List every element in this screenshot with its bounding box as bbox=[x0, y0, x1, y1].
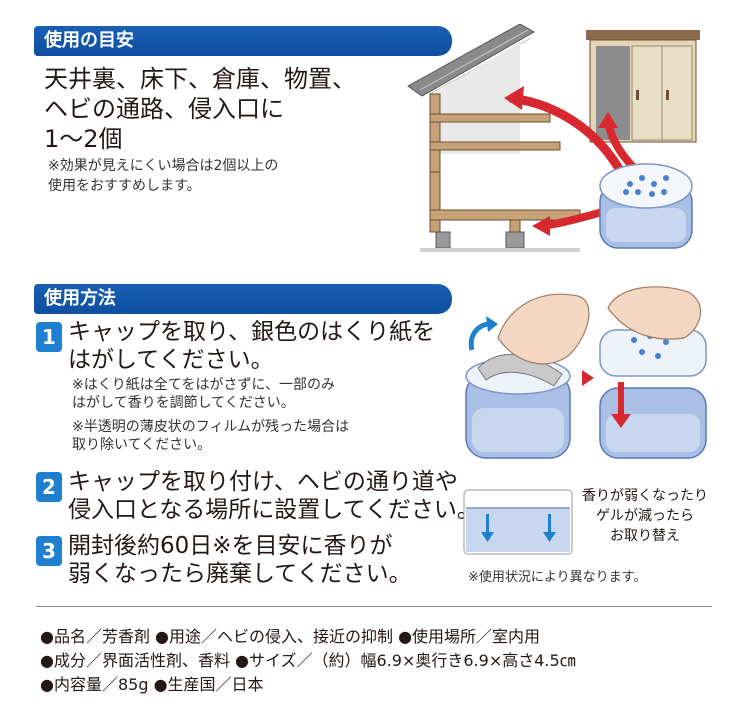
lead-line: 天井裏、床下、倉庫、物置、 bbox=[44, 65, 356, 93]
note-line: はがして香りを調節してください。 bbox=[72, 395, 295, 411]
replace-line: お取り替え bbox=[610, 528, 680, 544]
replace-line: 香りが弱くなったり bbox=[582, 488, 708, 504]
divider bbox=[36, 606, 712, 607]
step-line: キャップを取り、銀色のはくり紙を bbox=[68, 319, 436, 345]
step-number-badge: 3 bbox=[36, 536, 62, 566]
gel-level-illustration bbox=[463, 489, 573, 555]
lead-line: ヘビの通路、侵入口に bbox=[44, 95, 284, 123]
note-line: ※はくり紙は全てをはがさずに、一部のみ bbox=[72, 377, 336, 393]
step-1-note: ※半透明の薄皮状のフィルムが残った場合は 取り除いてください。 bbox=[72, 418, 349, 454]
step-line: はがしてください。 bbox=[68, 347, 274, 373]
spec-line: ●内容量／85g ●生産国／日本 bbox=[40, 675, 264, 694]
note-line: 取り除いてください。 bbox=[72, 437, 212, 453]
step-number-badge: 2 bbox=[36, 472, 62, 502]
note-line: ※効果が見えにくい場合は2個以上の bbox=[48, 158, 279, 174]
house-illustration bbox=[407, 24, 700, 252]
step-line: キャップを取り付け、ヘビの通り道や bbox=[68, 469, 458, 495]
peel-and-cap-illustration bbox=[465, 286, 707, 459]
lead-line: 1〜2個 bbox=[44, 125, 123, 153]
replacement-guide: 香りが弱くなったり ゲルが減ったら お取り替え bbox=[580, 486, 710, 546]
step-text: 開封後約60日※を目安に香りが 弱くなったら廃棄してください。 bbox=[68, 532, 412, 588]
step-1-note: ※はくり紙は全てをはがさずに、一部のみ はがして香りを調節してください。 bbox=[72, 376, 335, 412]
usage-guide-note: ※効果が見えにくい場合は2個以上の 使用をおすすめします。 bbox=[48, 156, 278, 196]
replace-line: ゲルが減ったら bbox=[596, 508, 694, 524]
section-header-usage-guide: 使用の目安 bbox=[34, 26, 452, 56]
usage-condition-note: ※使用状況により異なります。 bbox=[468, 570, 647, 585]
section-header-how-to-use: 使用方法 bbox=[34, 284, 452, 314]
step-number-badge: 1 bbox=[36, 322, 62, 352]
note-line: 使用をおすすめします。 bbox=[48, 178, 201, 194]
step-line: 侵入口となる場所に設置してください。 bbox=[68, 497, 480, 523]
spec-line: ●品名／芳香剤 ●用途／ヘビの侵入、接近の抑制 ●使用場所／室内用 bbox=[40, 627, 541, 646]
step-line: 弱くなったら廃棄してください。 bbox=[68, 561, 412, 587]
step-text: キャップを取り、銀色のはくり紙を はがしてください。 bbox=[68, 318, 435, 374]
note-line: ※半透明の薄皮状のフィルムが残った場合は bbox=[72, 419, 350, 435]
step-text: キャップを取り付け、ヘビの通り道や 侵入口となる場所に設置してください。 bbox=[68, 468, 480, 524]
usage-guide-lead: 天井裏、床下、倉庫、物置、 ヘビの通路、侵入口に 1〜2個 bbox=[44, 64, 404, 154]
step-line: 開封後約60日※を目安に香りが bbox=[68, 533, 393, 559]
spec-line: ●成分／界面活性剤、香料 ●サイズ／（約）幅6.9×奥行き6.9×高さ4.5㎝ bbox=[40, 651, 576, 670]
